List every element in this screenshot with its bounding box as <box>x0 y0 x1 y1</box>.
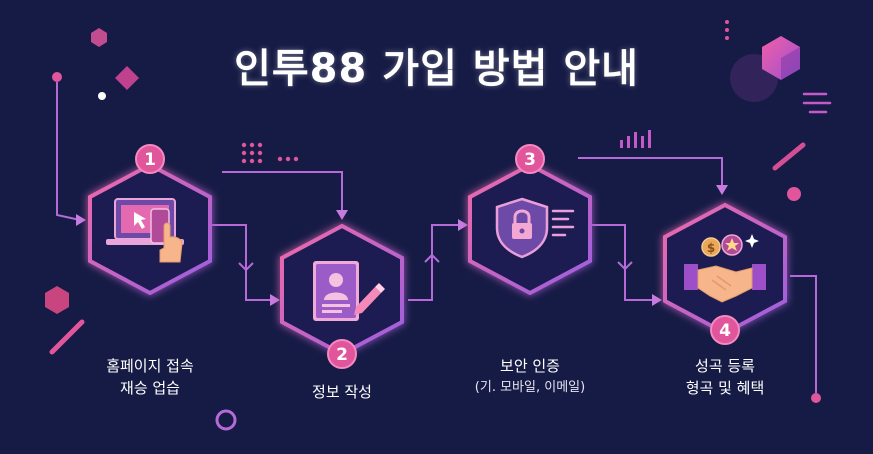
deco-hex-left-bottom <box>45 286 69 314</box>
document-pen-icon <box>313 261 385 321</box>
step-2-badge <box>327 339 357 369</box>
deco-lines-right <box>802 92 832 114</box>
step-2-number: 2 <box>336 345 348 365</box>
connector-1-2 <box>212 224 272 301</box>
step-4: $ 4 <box>663 202 787 345</box>
svg-text:$: $ <box>707 241 715 255</box>
step-3-label-line1: 보안 인증 <box>500 357 560 375</box>
step-4-badge <box>710 315 740 345</box>
deco-cube-shade <box>781 47 800 80</box>
step-2-label-line1: 정보 작성 <box>312 383 372 401</box>
decorations <box>45 20 832 431</box>
laptop-touch-icon <box>106 198 184 263</box>
step-1: 1 <box>88 144 212 296</box>
connector-3-4 <box>590 224 655 301</box>
step-4-label-line2: 형곡 및 혜택 <box>685 379 765 397</box>
deco-ring-bottom <box>215 409 237 431</box>
deco-diamond-left <box>115 66 139 90</box>
step-3: 3 <box>468 144 592 296</box>
step-4-label-line1: 성곡 등록 <box>695 357 755 375</box>
deco-dot-small <box>98 92 106 100</box>
deco-dots-column <box>725 20 729 40</box>
step-4-label: 성곡 등록 형곡 및 혜택 <box>655 355 795 399</box>
step-1-number: 1 <box>144 150 156 170</box>
mid-arrows <box>238 253 633 272</box>
step-3-badge <box>515 144 545 174</box>
connector-2-top <box>222 171 343 213</box>
page-title: 인투88 가입 방법 안내 <box>234 46 639 92</box>
connector-3-top <box>578 157 723 188</box>
deco-dot-right <box>787 187 801 201</box>
step-1-label-line2: 재승 업습 <box>120 379 180 397</box>
step-3-label-line2: (기. 모바일, 이메일) <box>474 380 586 395</box>
arrowheads <box>76 185 728 306</box>
connector-2-3 <box>408 224 460 301</box>
handshake-coin-icon: $ <box>684 234 766 303</box>
connector-end <box>790 275 817 393</box>
step-1-badge <box>135 144 165 174</box>
connectors <box>56 82 817 393</box>
deco-bars <box>620 130 651 148</box>
step-1-label-line1: 홈페이지 접속 <box>106 357 194 375</box>
step-3-label: 보안 인증 (기. 모바일, 이메일) <box>445 355 615 399</box>
deco-node-start <box>52 72 62 82</box>
step-1-label: 홈페이지 접속 재승 업습 <box>80 355 220 399</box>
step-2-label: 정보 작성 <box>272 381 412 403</box>
step-2: 2 <box>280 223 404 369</box>
deco-dots-row <box>277 156 299 162</box>
deco-hex-top-left <box>91 28 107 47</box>
deco-dot-grid <box>241 142 263 164</box>
step-3-number: 3 <box>524 150 536 170</box>
deco-slash-left <box>49 319 85 355</box>
deco-node-end <box>811 393 821 403</box>
connector-start <box>56 82 81 221</box>
deco-slash-right <box>772 142 806 171</box>
step-4-number: 4 <box>719 321 731 341</box>
shield-lock-icon <box>495 197 575 259</box>
